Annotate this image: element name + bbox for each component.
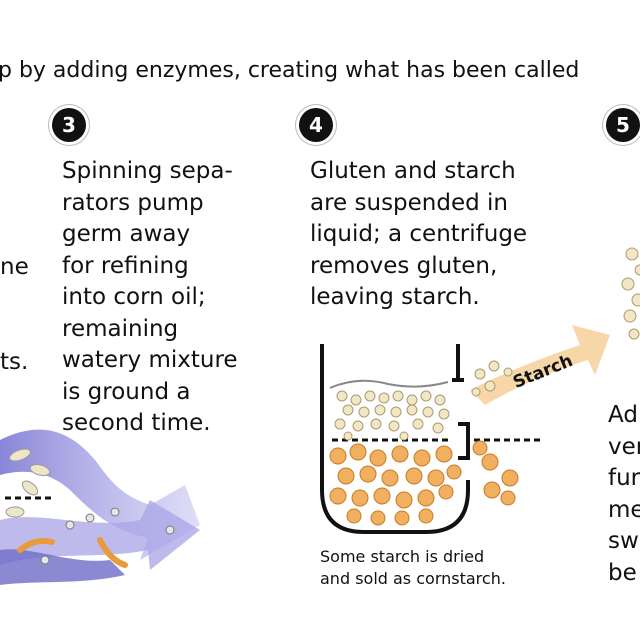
gluten-particles (334, 390, 450, 441)
step-5-text-fragment: Ad ver fur me sw be (608, 402, 640, 586)
centrifuge-vessel (320, 344, 540, 534)
cornstarch-caption: Some starch is dried and sold as cornsta… (320, 547, 506, 588)
step-5-badge: 5 (606, 108, 640, 142)
step-4-text: Gluten and starch are suspended in liqui… (310, 158, 528, 310)
starch-particles (329, 440, 519, 526)
step-4-badge: 4 (299, 108, 333, 142)
step-3-badge: 3 (52, 108, 86, 142)
step-5-particles (621, 247, 640, 340)
step-3-text: Spinning sepa- rators pump germ away for… (62, 158, 238, 436)
starch-arrow: Starch (470, 325, 610, 405)
starch-arrow-label: Starch (510, 351, 575, 393)
grinding-flow-illustration (0, 429, 200, 585)
headline: p by adding enzymes, creating what has b… (0, 58, 580, 83)
step-2-text-fragment: ne ts. (0, 254, 29, 375)
